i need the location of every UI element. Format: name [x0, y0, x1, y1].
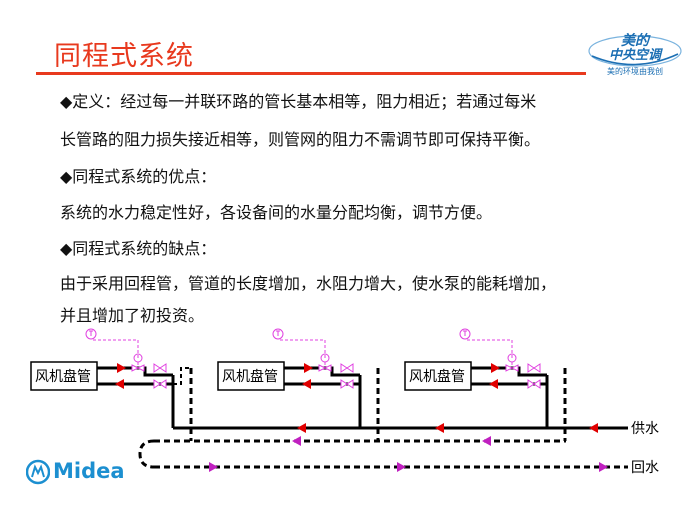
supply-flow-arrow [589, 423, 598, 433]
reverse-return-bend [138, 439, 155, 469]
supply-arrow [491, 363, 500, 373]
return-arrow [302, 379, 311, 389]
supply-flow-arrow [297, 423, 306, 433]
supply-arrow [117, 363, 126, 373]
gate-valve-icon [153, 379, 167, 389]
definition-line-2: 长管路的阻力损失接近相等，则管网的阻力不需调节即可保持平衡。 [60, 130, 541, 149]
midea-wordmark: Midea [53, 459, 125, 483]
slide-title: 同程式系统 [54, 41, 194, 72]
disadvantages-text-2: 并且增加了初投资。 [60, 306, 205, 325]
brand-slogan: 美的环境由我创 [607, 67, 663, 76]
return-flow-arrow [209, 462, 218, 472]
supply-water-label: 供水 [631, 421, 659, 437]
advantages-text: 系统的水力稳定性好，各设备间的水量分配均衡，调节方便。 [60, 203, 493, 222]
gate-valve-icon [340, 363, 354, 373]
fan-coil-box [217, 361, 285, 391]
fan-coil-label: 风机盘管 [409, 368, 465, 385]
fan-coil-label: 风机盘管 [222, 368, 278, 385]
fan-coil-unit-1: 风机盘管 [30, 328, 193, 441]
return-flow-arrow [599, 462, 608, 472]
return-flow-arrow [292, 436, 301, 446]
fan-coil-label: 风机盘管 [35, 368, 91, 385]
logo-swoosh-icon [588, 35, 682, 67]
brand-name-line2: 中央空调 [608, 48, 661, 63]
gate-valve-icon [527, 363, 541, 373]
fan-coil-box [30, 361, 98, 391]
thermometer-icon [85, 328, 97, 340]
return-flow-arrow [397, 462, 406, 472]
advantages-heading: ◆同程式系统的优点： [60, 167, 217, 186]
definition-line-1: ◆定义：经过每一并联环路的管长基本相等，阻力相近；若通过每米 [60, 92, 537, 111]
return-flow-arrow [482, 436, 491, 446]
title-underline [36, 72, 586, 75]
midea-mark-icon [26, 459, 50, 485]
return-arrow [115, 379, 124, 389]
brand-name-line1: 美的 [621, 33, 649, 49]
disadvantages-heading: ◆同程式系统的缺点： [60, 239, 217, 258]
fan-coil-unit-2: 风机盘管 [217, 328, 380, 441]
supply-flow-arrow [435, 423, 444, 433]
gate-valve-icon [340, 379, 354, 389]
thermometer-icon [272, 328, 284, 340]
fan-coil-unit-3: 风机盘管 [404, 328, 567, 441]
supply-arrow [304, 363, 313, 373]
gate-valve-icon [527, 379, 541, 389]
midea-central-ac-logo: 美的 中央空调 美的环境由我创 [586, 34, 684, 82]
return-arrow [489, 379, 498, 389]
gate-valve-icon [153, 363, 167, 373]
thermometer-icon [459, 328, 471, 340]
return-water-label: 回水 [631, 460, 659, 476]
fan-coil-box [404, 361, 472, 391]
disadvantages-text-1: 由于采用回程管，管道的长度增加，水阻力增大，使水泵的能耗增加， [60, 274, 557, 293]
